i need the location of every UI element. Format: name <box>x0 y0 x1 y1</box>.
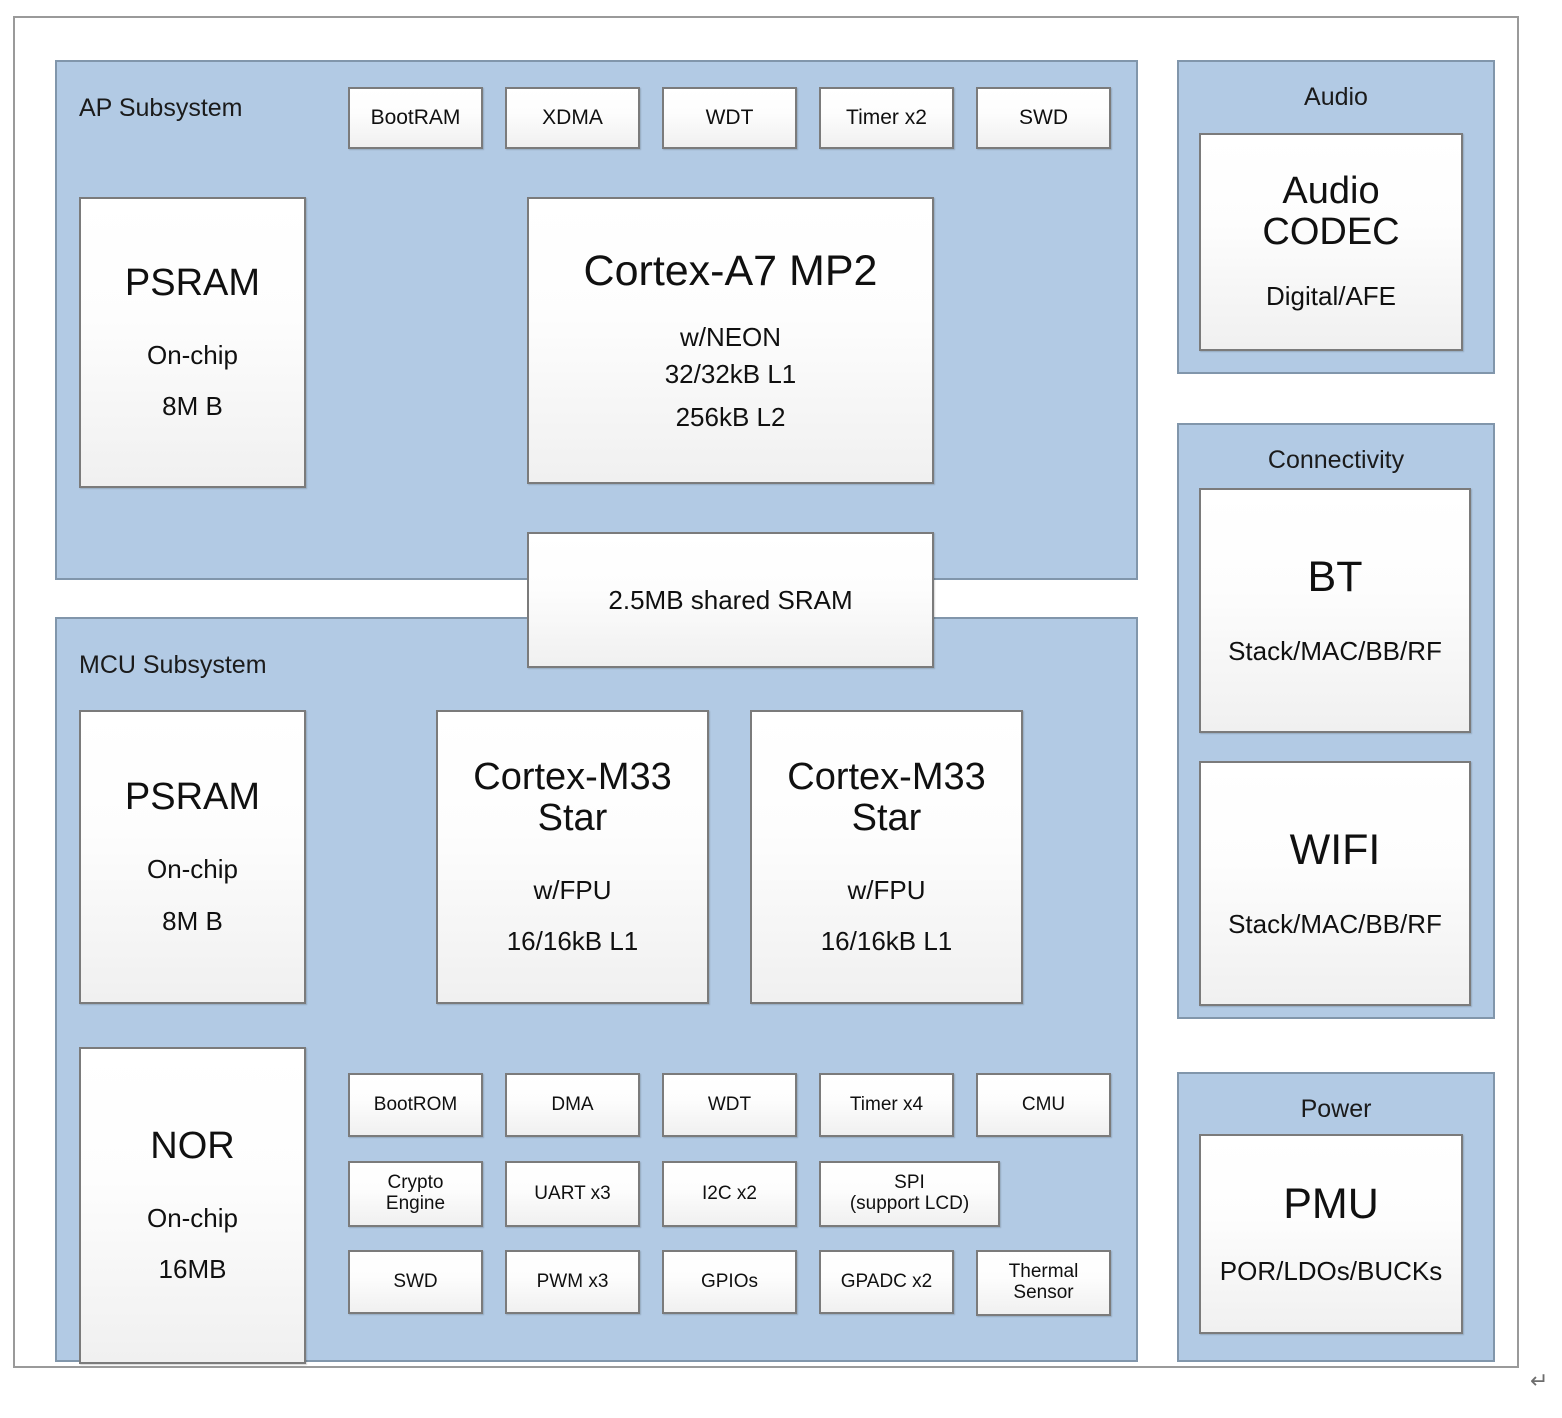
cortex-m33-1-line2: 16/16kB L1 <box>506 926 639 957</box>
paragraph-mark: ↵ <box>1530 1368 1549 1393</box>
ap-block-bootram-label: BootRAM <box>370 105 461 129</box>
mcu-block-bootrom[interactable]: BootROM <box>348 1073 483 1137</box>
mcu-nor-line2: 16MB <box>158 1254 227 1285</box>
bt-block[interactable]: BT Stack/MAC/BB/RF <box>1199 488 1471 733</box>
wifi-block[interactable]: WIFI Stack/MAC/BB/RF <box>1199 761 1471 1006</box>
mcu-block-wdt[interactable]: WDT <box>662 1073 797 1137</box>
mcu-psram-line2: 8M B <box>162 905 223 936</box>
audio-codec-sub: Digital/AFE <box>1265 281 1397 312</box>
cortex-m33-2-title: Cortex-M33 Star <box>787 755 986 839</box>
mcu-block-timer[interactable]: Timer x4 <box>819 1073 954 1137</box>
bt-sub: Stack/MAC/BB/RF <box>1228 636 1442 667</box>
mcu-block-gpios-label: GPIOs <box>700 1270 758 1292</box>
mcu-block-swd[interactable]: SWD <box>348 1250 483 1314</box>
cortex-m33-1-title: Cortex-M33 Star <box>473 755 672 839</box>
cortex-a7-block[interactable]: Cortex-A7 MP2 w/NEON 32/32kB L1 256kB L2 <box>527 197 934 484</box>
ap-block-xdma-label: XDMA <box>542 105 603 129</box>
cortex-m33-2-line1: w/FPU <box>847 874 926 905</box>
mcu-nor-block[interactable]: NOR On-chip 16MB <box>79 1047 306 1364</box>
ap-psram-line1: On-chip <box>146 339 239 370</box>
mcu-psram-block[interactable]: PSRAM On-chip 8M B <box>79 710 306 1004</box>
mcu-psram-line1: On-chip <box>146 854 239 885</box>
mcu-block-pwm[interactable]: PWM x3 <box>505 1250 640 1314</box>
mcu-block-gpios[interactable]: GPIOs <box>662 1250 797 1314</box>
cortex-a7-line1: w/NEON <box>679 321 782 352</box>
wifi-title: WIFI <box>1289 825 1381 874</box>
ap-block-swd-label: SWD <box>1019 105 1068 129</box>
ap-block-wdt[interactable]: WDT <box>662 87 797 149</box>
ap-block-swd[interactable]: SWD <box>976 87 1111 149</box>
mcu-subsystem-label: MCU Subsystem <box>79 651 267 679</box>
mcu-block-crypto-engine[interactable]: Crypto Engine <box>348 1161 483 1227</box>
mcu-block-bootrom-label: BootROM <box>373 1093 458 1115</box>
power-panel-label: Power <box>1300 1095 1372 1123</box>
mcu-block-spi[interactable]: SPI (support LCD) <box>819 1161 1000 1227</box>
mcu-block-i2c-label: I2C x2 <box>702 1182 757 1204</box>
pmu-title: PMU <box>1283 1180 1379 1229</box>
ap-subsystem-label: AP Subsystem <box>79 94 243 122</box>
mcu-nor-title: NOR <box>150 1124 235 1167</box>
cortex-a7-title: Cortex-A7 MP2 <box>583 246 878 295</box>
ap-block-timer-label: Timer x2 <box>846 105 927 129</box>
ap-block-timer[interactable]: Timer x2 <box>819 87 954 149</box>
mcu-block-timer-label: Timer x4 <box>849 1093 924 1115</box>
cortex-m33-1-line1: w/FPU <box>533 874 612 905</box>
audio-panel-label: Audio <box>1304 83 1368 111</box>
mcu-block-pwm-label: PWM x3 <box>536 1270 609 1292</box>
cortex-m33-2-line2: 16/16kB L1 <box>820 926 953 957</box>
mcu-block-dma[interactable]: DMA <box>505 1073 640 1137</box>
ap-block-wdt-label: WDT <box>705 105 754 129</box>
ap-block-bootram[interactable]: BootRAM <box>348 87 483 149</box>
mcu-psram-title: PSRAM <box>124 776 261 819</box>
cortex-a7-line3: 256kB L2 <box>675 402 786 433</box>
mcu-block-crypto-engine-label: Crypto Engine <box>385 1172 446 1214</box>
wifi-sub: Stack/MAC/BB/RF <box>1228 909 1442 940</box>
mcu-block-gpadc[interactable]: GPADC x2 <box>819 1250 954 1314</box>
mcu-block-wdt-label: WDT <box>707 1093 752 1115</box>
mcu-block-uart-label: UART x3 <box>534 1182 611 1204</box>
cortex-m33-block-1[interactable]: Cortex-M33 Star w/FPU 16/16kB L1 <box>436 710 709 1004</box>
bt-title: BT <box>1307 552 1363 601</box>
ap-block-xdma[interactable]: XDMA <box>505 87 640 149</box>
shared-sram-label: 2.5MB shared SRAM <box>608 584 853 615</box>
cortex-m33-block-2[interactable]: Cortex-M33 Star w/FPU 16/16kB L1 <box>750 710 1023 1004</box>
mcu-block-thermal-sensor[interactable]: Thermal Sensor <box>976 1250 1111 1316</box>
connectivity-panel-label: Connectivity <box>1267 446 1405 474</box>
mcu-block-thermal-sensor-label: Thermal Sensor <box>1008 1261 1079 1303</box>
cortex-a7-line2: 32/32kB L1 <box>664 359 797 390</box>
audio-codec-title: Audio CODEC <box>1262 170 1400 254</box>
pmu-block[interactable]: PMU POR/LDOs/BUCKs <box>1199 1134 1463 1334</box>
mcu-block-swd-label: SWD <box>393 1270 438 1292</box>
mcu-block-gpadc-label: GPADC x2 <box>840 1270 933 1292</box>
mcu-block-cmu[interactable]: CMU <box>976 1073 1111 1137</box>
shared-sram-block[interactable]: 2.5MB shared SRAM <box>527 532 934 668</box>
mcu-block-uart[interactable]: UART x3 <box>505 1161 640 1227</box>
mcu-block-spi-label: SPI (support LCD) <box>849 1172 970 1214</box>
ap-psram-title: PSRAM <box>124 261 261 304</box>
pmu-sub: POR/LDOs/BUCKs <box>1219 1255 1443 1286</box>
mcu-nor-line1: On-chip <box>146 1202 239 1233</box>
audio-codec-block[interactable]: Audio CODEC Digital/AFE <box>1199 133 1463 351</box>
ap-psram-line2: 8M B <box>162 391 223 422</box>
ap-psram-block[interactable]: PSRAM On-chip 8M B <box>79 197 306 488</box>
mcu-block-dma-label: DMA <box>551 1093 594 1115</box>
mcu-block-cmu-label: CMU <box>1021 1093 1066 1115</box>
mcu-block-i2c[interactable]: I2C x2 <box>662 1161 797 1227</box>
